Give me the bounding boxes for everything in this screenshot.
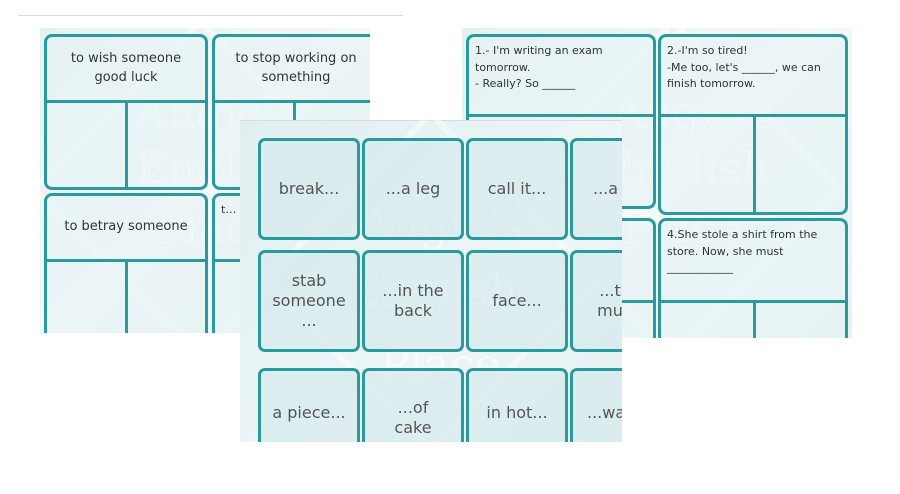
definition-text: to wish someone good luck xyxy=(47,37,205,103)
idiom-tile[interactable]: ...a leg xyxy=(362,138,464,240)
card-divider xyxy=(753,303,756,338)
idiom-tile[interactable]: a piece... xyxy=(258,368,360,442)
idiom-tile[interactable]: ...wa xyxy=(570,368,622,442)
definition-card[interactable]: to betray someone xyxy=(44,193,208,333)
sentence-text: 1.- I'm writing an exam tomorrow. - Real… xyxy=(469,37,653,117)
idiom-tile[interactable]: ...a xyxy=(570,138,622,240)
idiom-tile[interactable]: break... xyxy=(258,138,360,240)
definition-text: to betray someone xyxy=(47,196,205,262)
idiom-tile[interactable]: ...in the back xyxy=(362,250,464,352)
definition-text: to stop working on something xyxy=(215,37,370,103)
definition-card[interactable]: to wish someone good luck xyxy=(44,34,208,190)
idiom-tile[interactable]: call it... xyxy=(466,138,568,240)
sentence-card[interactable]: 2.-I'm so tired! -Me too, let's ______, … xyxy=(658,34,848,215)
sentence-text: 4.She stole a shirt from the store. Now,… xyxy=(661,221,845,303)
sheet-edge xyxy=(240,120,622,121)
card-divider xyxy=(125,262,128,333)
sentence-card[interactable]: 4.She stole a shirt from the store. Now,… xyxy=(658,218,848,338)
idiom-tile[interactable]: in hot... xyxy=(466,368,568,442)
idiom-tile[interactable]: ...t mu xyxy=(570,250,622,352)
idiom-tile[interactable]: ...of cake xyxy=(362,368,464,442)
card-divider xyxy=(125,103,128,187)
tiles-sheet: Angie's English Place break... ...a leg … xyxy=(240,120,622,442)
idiom-tile[interactable]: face... xyxy=(466,250,568,352)
sentence-text: 2.-I'm so tired! -Me too, let's ______, … xyxy=(661,37,845,117)
idiom-tile[interactable]: stab someone ... xyxy=(258,250,360,352)
card-divider xyxy=(753,117,756,212)
sheet-edge xyxy=(18,15,403,16)
